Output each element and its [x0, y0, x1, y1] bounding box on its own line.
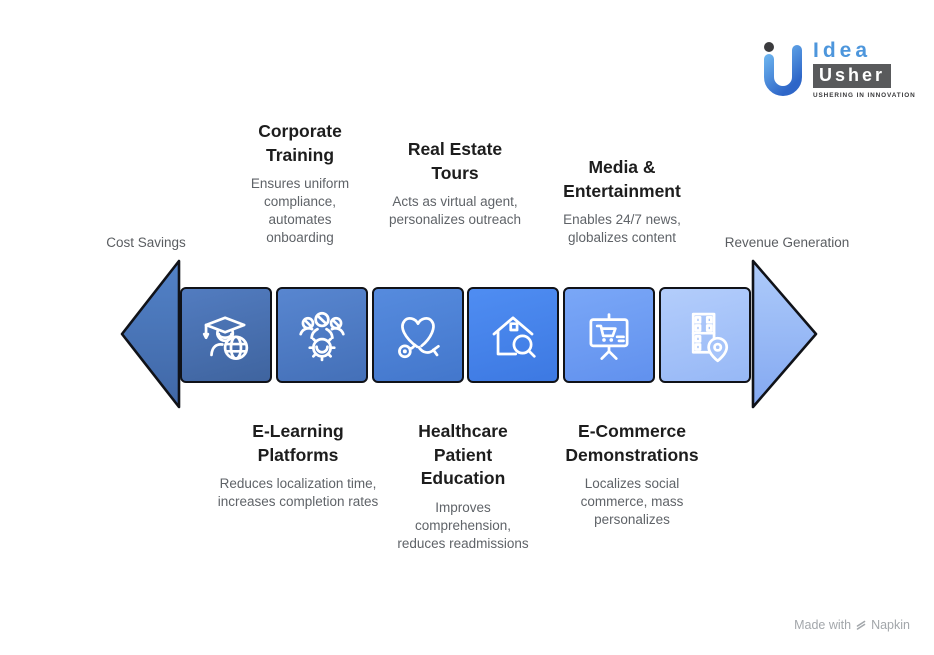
- item-description: Improves comprehension, reduces readmiss…: [397, 499, 529, 551]
- item-title: Corporate Training: [258, 121, 342, 165]
- item-title: Healthcare Patient Education: [418, 421, 508, 489]
- team-gear-icon: [299, 311, 345, 362]
- brand-tagline: USHERING IN INNOVATION: [813, 91, 916, 99]
- heart-stethoscope-icon: [398, 317, 440, 359]
- idea-usher-logo: Idea Usher USHERING IN INNOVATION: [760, 40, 916, 104]
- segment-e-learning: [180, 287, 272, 383]
- item-description: Ensures uniform compliance, automates on…: [250, 176, 350, 246]
- top-item-media-entertainment: Media & Entertainment Enables 24/7 news,…: [540, 156, 705, 247]
- right-arrowhead-icon: [751, 259, 818, 409]
- house-search-icon: [492, 316, 536, 358]
- top-item-real-estate-tours: Real Estate Tours Acts as virtual agent,…: [382, 138, 528, 229]
- napkin-logo-icon: [856, 620, 866, 630]
- segment-corporate-training: [276, 287, 368, 383]
- segment-real-estate: [467, 287, 559, 383]
- idea-usher-mark-icon: [764, 42, 802, 96]
- bottom-item-healthcare-patient-education: Healthcare Patient Education Improves co…: [396, 420, 531, 553]
- bottom-item-elearning-platforms: E-Learning Platforms Reduces localizatio…: [216, 420, 381, 511]
- napkin-brand-text: Napkin: [871, 618, 910, 632]
- brand-name-top: Idea: [813, 39, 872, 62]
- item-description: Localizes social commerce, mass personal…: [580, 476, 684, 528]
- made-with-napkin: Made with Napkin: [794, 618, 910, 632]
- made-with-text: Made with: [794, 618, 852, 632]
- item-description: Reduces localization time, increases com…: [217, 476, 379, 510]
- item-description: Acts as virtual agent, personalizes outr…: [388, 194, 522, 228]
- filmstrip-pin-icon: [691, 312, 729, 363]
- logo-text: Idea Usher USHERING IN INNOVATION: [813, 40, 916, 99]
- segment-healthcare: [372, 287, 464, 383]
- top-item-corporate-training: Corporate Training Ensures uniform compl…: [225, 120, 375, 247]
- axis-label-revenue-generation: Revenue Generation: [724, 235, 850, 250]
- item-title: E-Commerce Demonstrations: [565, 421, 699, 465]
- item-title: E-Learning Platforms: [252, 421, 344, 465]
- segment-ecommerce: [563, 287, 655, 383]
- axis-label-cost-savings: Cost Savings: [106, 235, 186, 250]
- segment-media-localization: [659, 287, 751, 383]
- left-arrowhead-icon: [120, 259, 181, 409]
- brand-name-bottom: Usher: [813, 64, 892, 88]
- item-title: Media & Entertainment: [563, 157, 681, 201]
- presentation-cart-icon: [589, 313, 629, 360]
- item-description: Enables 24/7 news, globalizes content: [563, 212, 681, 246]
- bottom-item-ecommerce-demonstrations: E-Commerce Demonstrations Localizes soci…: [545, 420, 720, 529]
- graduate-globe-icon: [202, 316, 249, 360]
- item-title: Real Estate Tours: [407, 139, 503, 183]
